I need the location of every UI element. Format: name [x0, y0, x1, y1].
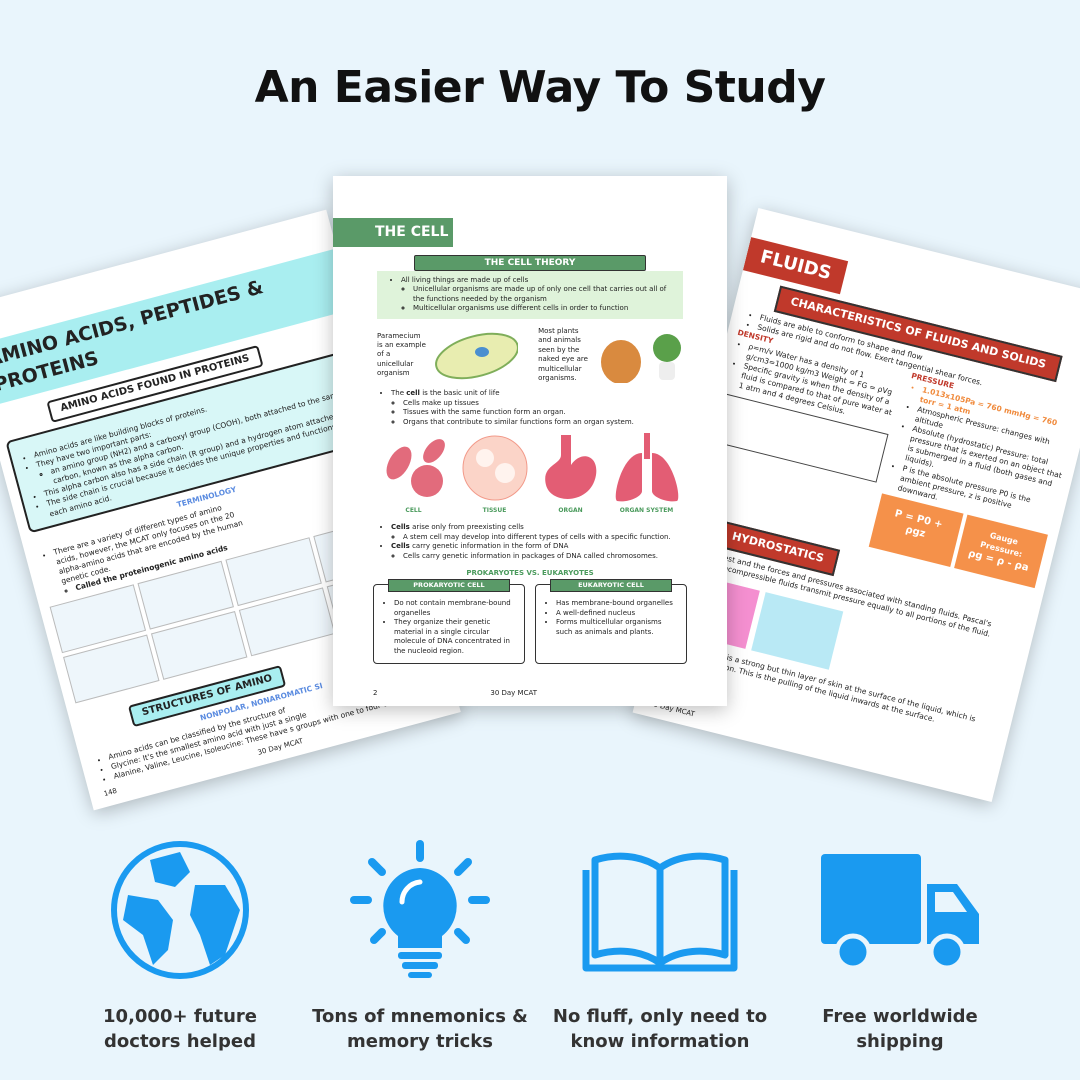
- feature-shipping: Free worldwide shipping: [790, 840, 1010, 1054]
- bullet: Has membrane-bound organelles: [556, 599, 680, 608]
- feature-label: Free worldwide shipping: [822, 1006, 978, 1053]
- cell-image: [386, 439, 445, 498]
- feature-doctors: 10,000+ future doctors helped: [70, 840, 290, 1054]
- truck-icon: [821, 854, 979, 971]
- section-title: THE CELL THEORY: [414, 254, 646, 272]
- lungs-image: [615, 433, 678, 502]
- paramecium-image: [435, 332, 519, 379]
- open-book-icon: [582, 852, 738, 972]
- bullet: Tissues with the same function form an o…: [403, 408, 683, 417]
- multicellular-caption: Most plants and animals seen by the nake…: [538, 326, 588, 382]
- bullet: Cells carry genetic information in packa…: [403, 552, 683, 561]
- bullet: Organs that contribute to similar functi…: [403, 418, 683, 427]
- feature-label: Tons of mnemonics & memory tricks: [312, 1006, 528, 1053]
- bullet: Multicellular organisms use different ce…: [413, 304, 673, 313]
- bullet: Do not contain membrane-bound organelles: [394, 599, 518, 618]
- page-footer: 30 Day MCAT: [490, 688, 537, 697]
- bullet: Cells make up tissues: [403, 399, 683, 408]
- bullet: They organize their genetic material in …: [394, 618, 518, 656]
- page-number: 2: [373, 688, 378, 697]
- eukaryotic-box: EUKARYOTIC CELL Has membrane-bound organ…: [535, 579, 687, 665]
- cat-and-plant-image: [601, 333, 682, 383]
- bullet: Forms multicellular organisms such as an…: [556, 618, 680, 637]
- stomach-image: [544, 435, 596, 500]
- features-row: 10,000+ future doctors helped Tons of mn…: [0, 840, 1080, 1054]
- bullet: Cells carry genetic information in the f…: [391, 542, 683, 551]
- feature-mnemonics: Tons of mnemonics & memory tricks: [310, 840, 530, 1054]
- bullet: Cells arise only from preexisting cells: [391, 523, 683, 532]
- cell-page: THE CELL THE CELL THEORY All living thin…: [333, 176, 727, 706]
- organ-hierarchy: CELL TISSUE ORGAN ORGAN SYSTEM: [333, 427, 727, 515]
- page-number: 148: [102, 786, 118, 798]
- feature-label: No fluff, only need to know information: [552, 1006, 768, 1053]
- bullet: A stem cell may develop into different t…: [403, 533, 683, 542]
- paramecium-caption: Paramecium is an example of a unicellula…: [377, 331, 426, 378]
- globe-icon: [111, 841, 249, 979]
- feature-label: 10,000+ future doctors helped: [103, 1006, 257, 1053]
- lightbulb-icon: [350, 840, 490, 978]
- bullet: All living things are made up of cells: [401, 276, 673, 285]
- feature-information: No fluff, only need to know information: [550, 840, 770, 1054]
- page-title: THE CELL: [333, 218, 453, 247]
- cell-theory-box: All living things are made up of cells U…: [377, 271, 683, 319]
- page-title: FLUIDS: [742, 237, 849, 295]
- bullet: A well-defined nucleus: [556, 609, 680, 618]
- comparison-heading: PROKARYOTES VS. EUKARYOTES: [466, 569, 594, 577]
- tissue-image: [462, 435, 527, 501]
- headline: An Easier Way To Study: [254, 62, 826, 113]
- prokaryotic-box: PROKARYOTIC CELL Do not contain membrane…: [373, 579, 525, 665]
- bullet: The cell is the basic unit of life: [391, 389, 683, 398]
- bullet: Unicellular organisms are made up of onl…: [413, 285, 673, 304]
